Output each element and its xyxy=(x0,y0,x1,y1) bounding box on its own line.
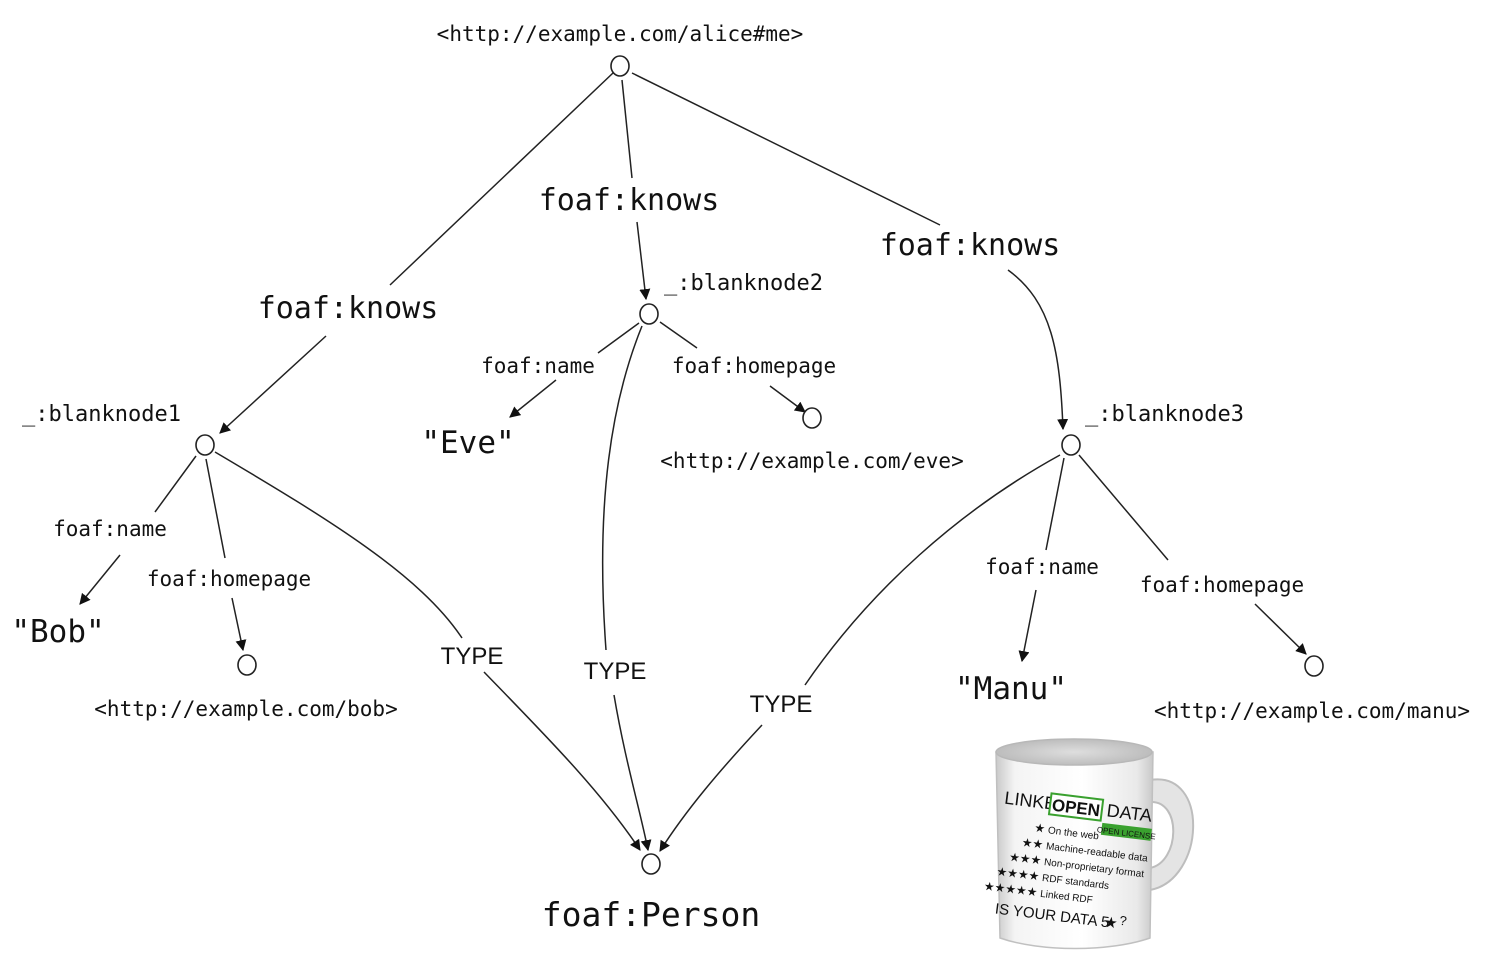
label-alice: <http://example.com/alice#me> xyxy=(437,22,804,46)
node-manu-homepage xyxy=(1304,655,1324,677)
edge-label-knows-2: foaf:knows xyxy=(539,183,720,218)
mug-footer-star-icon: ★ xyxy=(1103,913,1119,933)
edge-blank1-name-bob xyxy=(80,455,197,604)
label-eve-homepage: <http://example.com/eve> xyxy=(660,449,963,473)
edge-label-type-2: TYPE xyxy=(584,658,647,685)
edge-blank2-homepage-eve xyxy=(659,321,805,412)
label-bob-homepage: <http://example.com/bob> xyxy=(94,697,397,721)
edge-blank3-name-manu xyxy=(1022,457,1065,661)
edge-alice-knows-blank3 xyxy=(631,72,1063,429)
node-person xyxy=(641,853,661,875)
literal-eve: "Eve" xyxy=(421,425,514,461)
node-blank2 xyxy=(639,303,659,325)
edge-label-knows-1: foaf:knows xyxy=(258,291,439,326)
mug-star-icons-3: ★★★ xyxy=(1008,850,1042,868)
mug-star-icons-1: ★ xyxy=(1034,821,1046,836)
edge-label-name-bob: foaf:name xyxy=(53,517,167,541)
mug-body xyxy=(995,751,1154,950)
edge-blank3-homepage-manu xyxy=(1078,454,1306,654)
label-blank1: _:blanknode1 xyxy=(22,402,181,427)
linked-open-data-mug: LINKED OPEN DATA OPEN LICENSE ★On the we… xyxy=(983,738,1195,950)
node-bob-homepage xyxy=(237,654,257,676)
mug-star-icons-2: ★★ xyxy=(1021,835,1044,852)
mug-footer-question: ? xyxy=(1119,913,1128,929)
edge-alice-knows-blank2 xyxy=(621,79,646,299)
edge-label-name-manu: foaf:name xyxy=(985,555,1099,579)
edge-blank1-type-person xyxy=(214,451,640,850)
edge-label-type-1: TYPE xyxy=(441,643,504,670)
edge-label-homepage-bob: foaf:homepage xyxy=(147,567,311,591)
mug-star-icons-5: ★★★★★ xyxy=(983,879,1038,899)
edge-label-knows-3: foaf:knows xyxy=(880,228,1061,263)
mug-handle xyxy=(1149,778,1195,892)
node-blank1 xyxy=(195,434,215,456)
edge-blank2-type-person xyxy=(601,325,648,850)
edge-alice-knows-blank1 xyxy=(220,72,614,433)
node-blank3 xyxy=(1061,434,1081,456)
literal-manu: "Manu" xyxy=(955,671,1067,707)
mug-open-box xyxy=(1047,792,1105,822)
node-eve-homepage xyxy=(802,407,822,429)
label-person: foaf:Person xyxy=(542,895,761,934)
edge-blank3-type-person xyxy=(660,454,1061,851)
mug-license-badge xyxy=(1100,822,1152,841)
literal-bob: "Bob" xyxy=(11,614,104,650)
edge-blank2-name-eve xyxy=(510,322,640,417)
edge-label-homepage-manu: foaf:homepage xyxy=(1140,573,1304,597)
node-alice xyxy=(610,55,630,77)
edge-label-homepage-eve: foaf:homepage xyxy=(672,354,836,378)
label-manu-homepage: <http://example.com/manu> xyxy=(1154,699,1470,723)
mug-star-icons-4: ★★★★ xyxy=(996,864,1040,883)
mug-rim xyxy=(995,738,1153,766)
edge-label-type-3: TYPE xyxy=(750,691,813,718)
edge-blank1-homepage-bob xyxy=(205,458,243,650)
label-blank2: _:blanknode2 xyxy=(664,271,823,296)
label-blank3: _:blanknode3 xyxy=(1085,402,1244,427)
edge-label-name-eve: foaf:name xyxy=(481,354,595,378)
